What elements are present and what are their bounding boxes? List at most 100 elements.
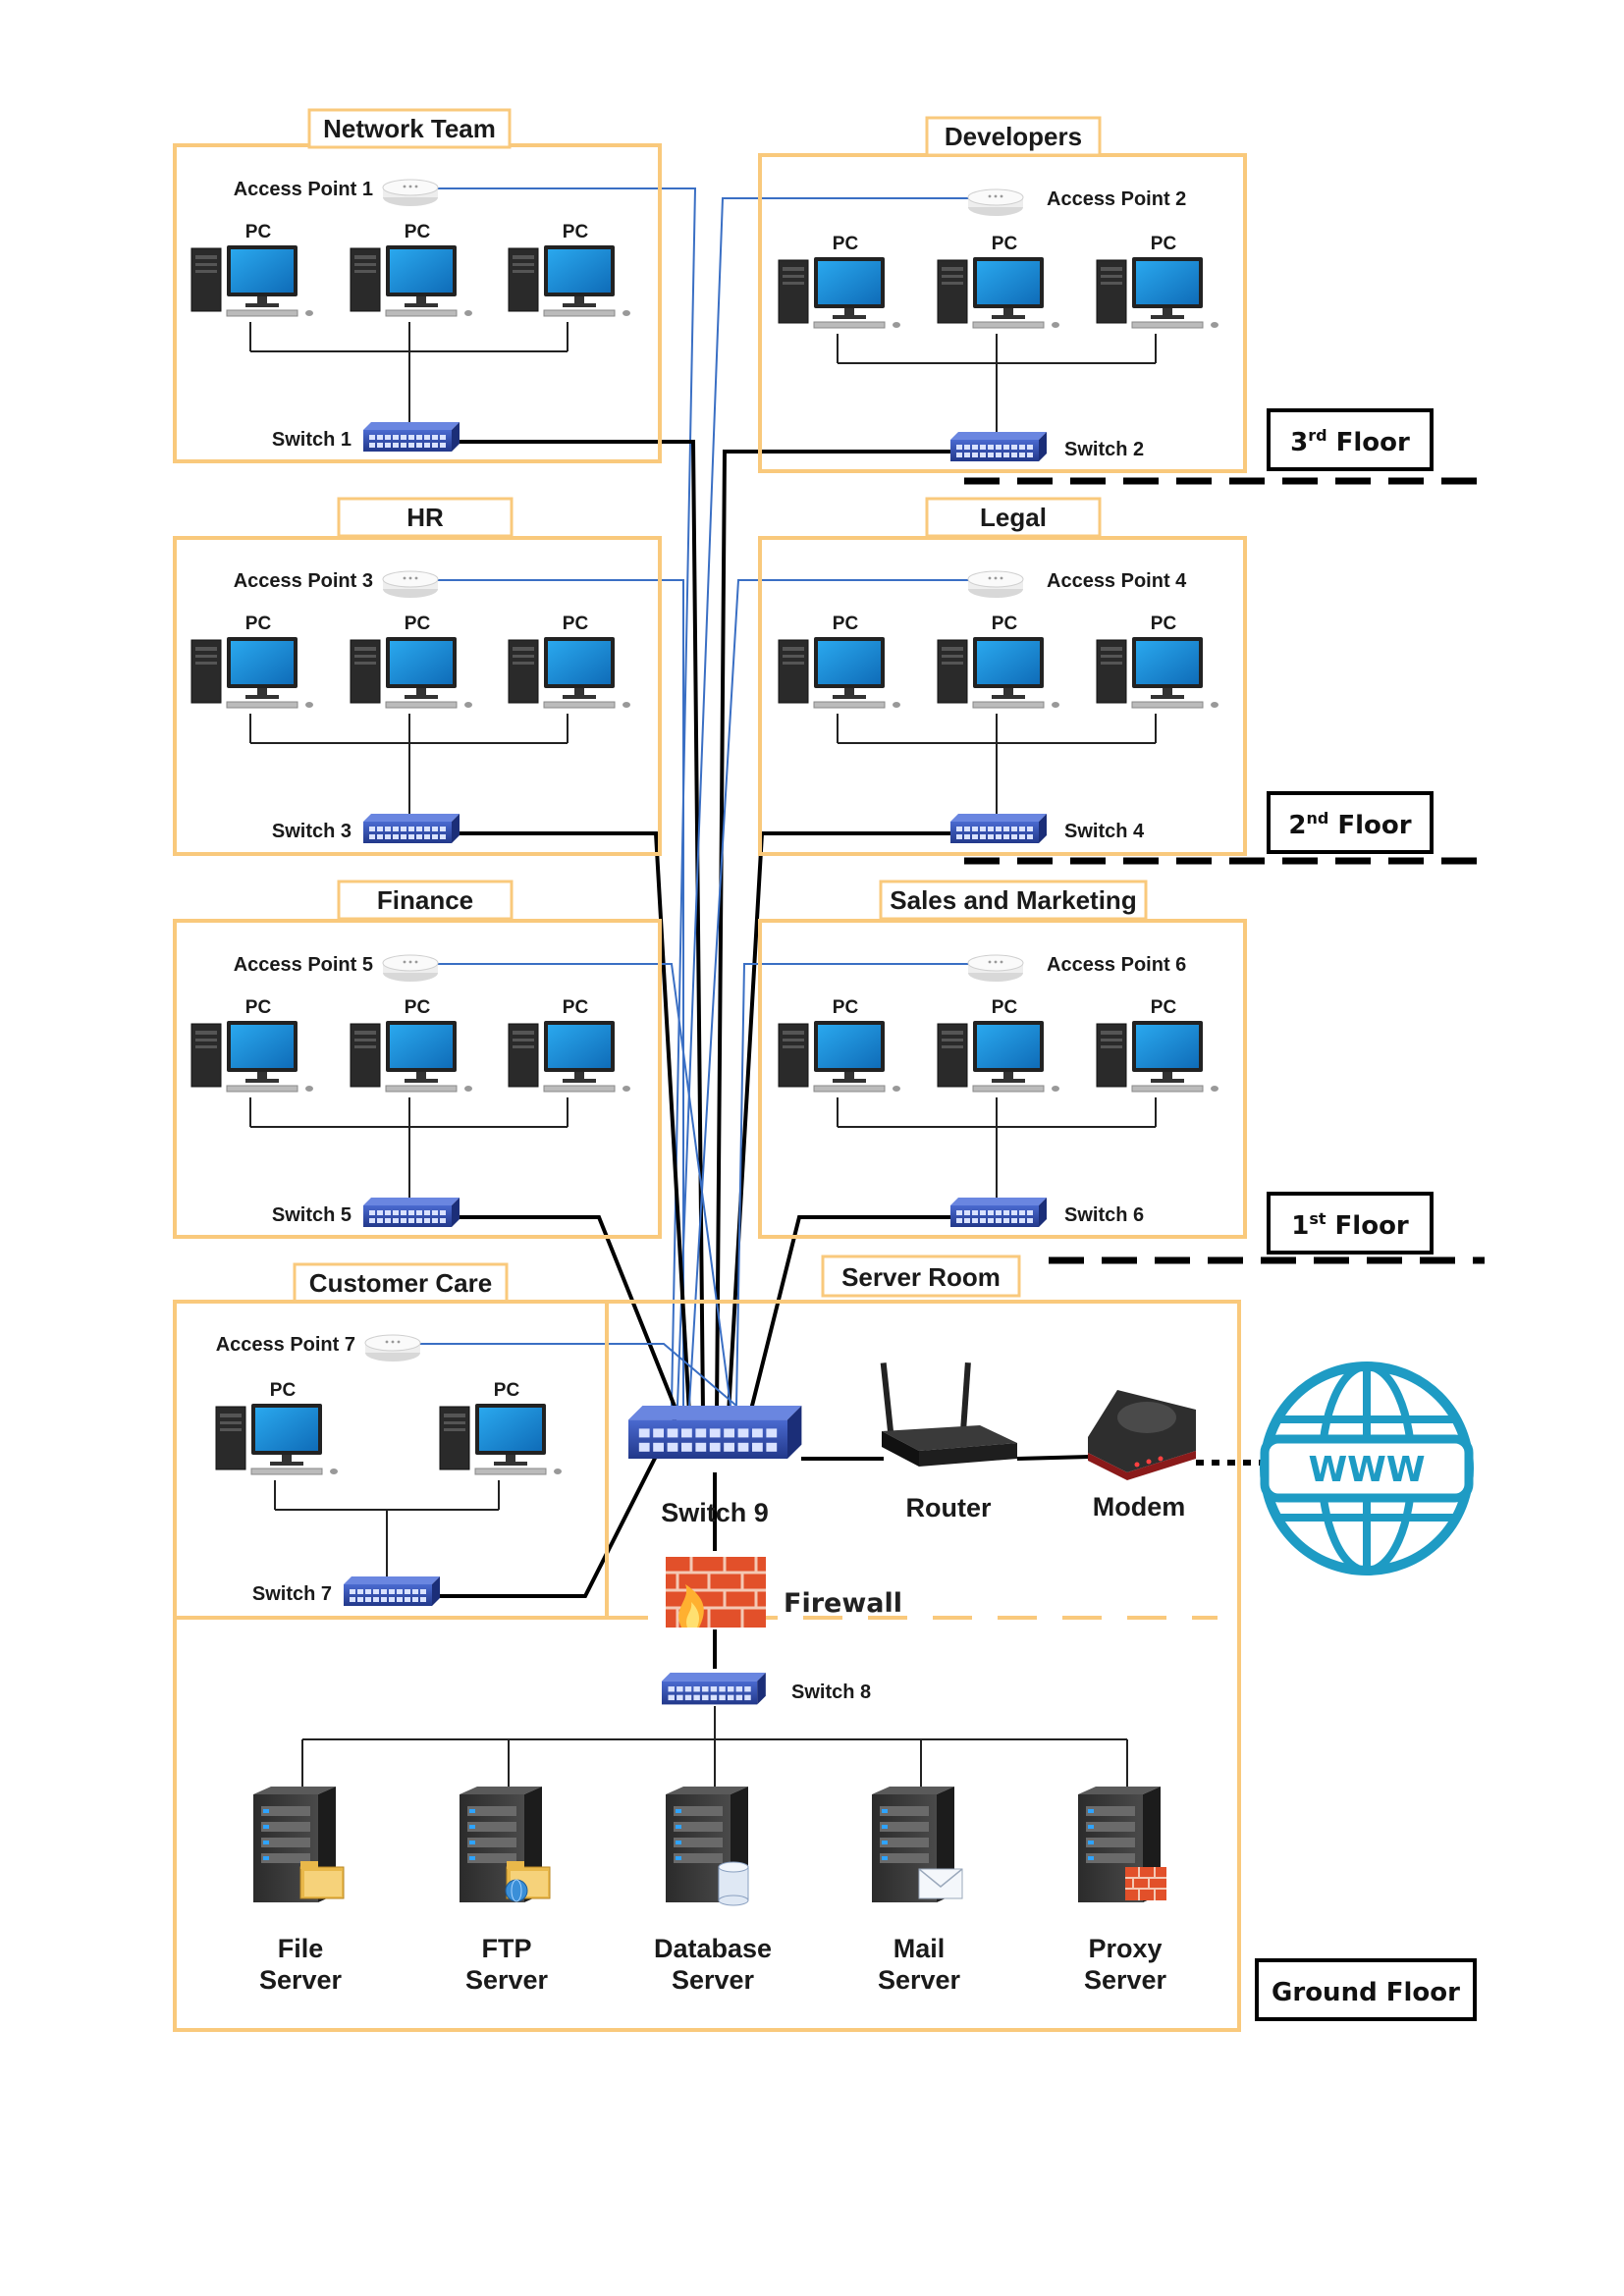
department-box [758, 536, 1247, 856]
department-title: Network Team [323, 114, 496, 143]
department-title-box [293, 1262, 509, 1304]
wireless-link [420, 1343, 737, 1407]
pc-label: PC [992, 614, 1018, 634]
server-name-line1: Database [654, 1934, 772, 1963]
pc-label: PC [494, 1380, 520, 1401]
server-switch-label: Switch 8 [791, 1682, 871, 1703]
pc-label: PC [833, 997, 859, 1018]
floor-ordinal-suffix: nd [1306, 809, 1328, 828]
floor-label-box [1267, 791, 1434, 854]
access-point-icon [967, 570, 1024, 599]
switch-label: Switch 4 [1064, 821, 1145, 842]
access-point-label: Access Point 6 [1047, 954, 1186, 976]
modem-label: Modem [1093, 1492, 1186, 1522]
pc-label: PC [245, 222, 272, 242]
database-icon [718, 1861, 749, 1906]
server-room-title-box [821, 1255, 1021, 1298]
core-switch-icon [628, 1406, 802, 1459]
access-point-icon [382, 570, 439, 599]
pc-label: PC [245, 614, 272, 634]
switch-icon [950, 814, 1047, 843]
switch-icon [363, 814, 460, 843]
access-point-icon [382, 954, 439, 983]
floor-label: 2nd Floor [1288, 809, 1411, 840]
pc-label: PC [405, 997, 431, 1018]
router-icon [880, 1362, 1017, 1467]
pc-label: PC [1151, 614, 1177, 634]
department-title: Finance [377, 885, 473, 915]
server-room-title: Server Room [841, 1262, 1001, 1292]
switch-label: Switch 2 [1064, 439, 1144, 460]
department-title: Sales and Marketing [890, 885, 1136, 915]
switch-icon [950, 1198, 1047, 1227]
pc-icon [937, 636, 1060, 709]
switch-label: Switch 7 [252, 1583, 332, 1605]
pc-icon [190, 244, 314, 317]
switch-icon [950, 432, 1047, 461]
pc-icon [937, 256, 1060, 329]
department-title: HR [406, 503, 444, 532]
floor-label-box [1267, 408, 1434, 471]
switch-icon [363, 1198, 460, 1227]
server-name-line2: Server [465, 1965, 549, 1995]
router-to-modem-link [1016, 1455, 1091, 1461]
firewall-icon [666, 1557, 766, 1628]
switch-label: Switch 5 [272, 1204, 352, 1226]
access-point-icon [382, 179, 439, 207]
globe-folder-icon [505, 1861, 551, 1902]
department-box [173, 536, 662, 856]
server-switch-icon [662, 1673, 766, 1705]
server-name-line1: File [278, 1934, 324, 1963]
wired-link [460, 831, 691, 1415]
pc-label: PC [563, 614, 589, 634]
floor-number: 3 [1290, 428, 1308, 457]
switch-label: Switch 6 [1064, 1204, 1144, 1226]
pc-label: PC [1151, 234, 1177, 254]
pc-label: PC [992, 997, 1018, 1018]
server-name-line2: Server [259, 1965, 343, 1995]
wired-link [460, 1215, 679, 1415]
pc-icon [778, 636, 901, 709]
pc-icon [778, 1020, 901, 1093]
floor-word: Floor [1328, 811, 1411, 840]
server-name-line2: Server [1084, 1965, 1167, 1995]
department-title: Customer Care [309, 1268, 492, 1298]
department-title-box [879, 880, 1148, 921]
pc-label: PC [563, 997, 589, 1018]
wireless-link [735, 963, 968, 1407]
pc-icon [190, 1020, 314, 1093]
pc-icon [439, 1403, 563, 1475]
floor-label-box [1267, 1192, 1434, 1255]
modem-icon [1088, 1390, 1196, 1480]
pc-label: PC [245, 997, 272, 1018]
pc-label: PC [563, 222, 589, 242]
pc-icon [350, 636, 473, 709]
floor-word: Floor [1327, 428, 1410, 457]
floor-label: 1st Floor [1291, 1209, 1409, 1241]
access-point-label: Access Point 3 [234, 570, 373, 592]
access-point-icon [967, 188, 1024, 217]
links-layer [249, 187, 1265, 1787]
floor-number: 2 [1288, 811, 1306, 840]
access-point-label: Access Point 7 [216, 1334, 355, 1356]
server-name-line1: Proxy [1088, 1934, 1162, 1963]
wireless-link [438, 187, 697, 1407]
pc-label: PC [405, 222, 431, 242]
department-title-box [925, 116, 1102, 157]
pc-icon [1096, 636, 1219, 709]
pc-icon [1096, 256, 1219, 329]
pc-label: PC [833, 614, 859, 634]
access-point-label: Access Point 1 [234, 179, 373, 200]
folder-icon [299, 1861, 345, 1899]
pc-label: PC [833, 234, 859, 254]
pc-label: PC [270, 1380, 297, 1401]
firewall-label: Firewall [784, 1588, 902, 1619]
pc-icon [190, 636, 314, 709]
router-label: Router [906, 1493, 992, 1522]
pc-icon [778, 256, 901, 329]
server-name-line1: Mail [893, 1934, 946, 1963]
wireless-link [438, 579, 684, 1406]
